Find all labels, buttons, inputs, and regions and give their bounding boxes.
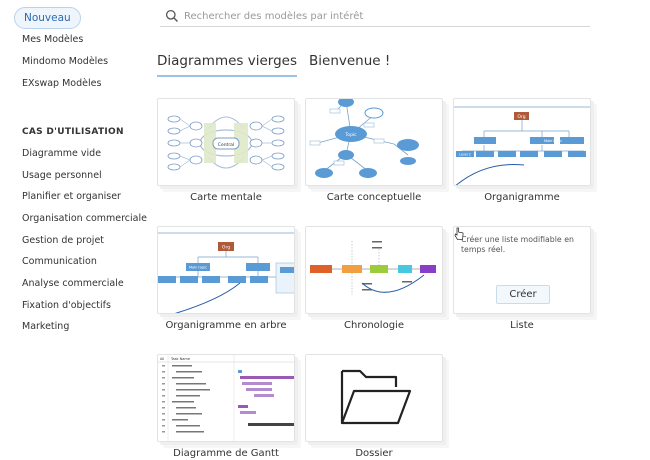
folder-thumbnail xyxy=(305,354,443,442)
mind-map-thumbnail: Central xyxy=(157,98,295,186)
hand-cursor-icon xyxy=(454,227,464,240)
create-list-button[interactable]: Créer xyxy=(496,285,550,304)
list-label: Liste xyxy=(510,320,534,331)
timeline-label: Chronologie xyxy=(344,320,404,331)
sidebar-item-communication[interactable]: Communication xyxy=(22,256,97,267)
search-input[interactable] xyxy=(184,6,584,26)
concept-map-illustration: Topic xyxy=(309,99,419,178)
sidebar: Nouveau Mes Modèles Mindomo Modèles EXsw… xyxy=(0,0,150,460)
new-button[interactable]: Nouveau xyxy=(14,7,81,29)
mind-map-illustration: Central xyxy=(167,115,285,171)
concept-topic-label: Topic xyxy=(344,132,357,138)
search-icon xyxy=(165,9,178,22)
concept-map-label: Carte conceptuelle xyxy=(326,192,422,203)
sidebar-item-mindomo-templates[interactable]: Mindomo Modèles xyxy=(22,56,109,67)
org-chart-root-label: Org xyxy=(517,114,525,120)
org-chart-level-label: Level 2 xyxy=(459,153,470,157)
tree-org-chart-label: Organigramme en arbre xyxy=(165,320,287,331)
sidebar-item-empty-diagram[interactable]: Diagramme vide xyxy=(22,148,102,159)
gantt-label: Diagramme de Gantt xyxy=(173,448,279,459)
tree-org-chart-thumbnail: Org Main topic xyxy=(157,226,295,314)
org-chart-illustration: Org Main topic Level 2 xyxy=(454,106,590,185)
tree-org-main-topic-label: Main topic xyxy=(189,266,207,270)
folder-icon xyxy=(340,369,412,425)
mind-map-label: Carte mentale xyxy=(190,192,262,203)
central-node-label: Central xyxy=(218,142,234,148)
sidebar-item-personal-use[interactable]: Usage personnel xyxy=(22,170,102,181)
gantt-all-label: All xyxy=(160,357,164,361)
tab-welcome[interactable]: Bienvenue ! xyxy=(309,53,391,69)
folder-label: Dossier xyxy=(355,448,393,459)
sidebar-item-project-management[interactable]: Gestion de projet xyxy=(22,235,105,246)
use-cases-heading: CAS D'UTILISATION xyxy=(22,127,124,137)
sidebar-item-marketing[interactable]: Marketing xyxy=(22,321,70,332)
list-thumbnail: Créer une liste modifiable en temps réel… xyxy=(453,226,591,314)
sidebar-item-business-organization[interactable]: Organisation commerciale xyxy=(22,213,147,224)
sidebar-item-my-templates[interactable]: Mes Modèles xyxy=(22,34,84,45)
tab-blank-diagrams[interactable]: Diagrammes vierges xyxy=(157,53,298,77)
org-chart-thumbnail: Org Main topic Level 2 xyxy=(453,98,591,186)
gantt-illustration: All Task Name xyxy=(158,355,294,441)
timeline-thumbnail xyxy=(305,226,443,314)
org-chart-label: Organigramme xyxy=(484,192,560,203)
concept-map-thumbnail: Topic xyxy=(305,98,443,186)
org-chart-main-topic-label: Main topic xyxy=(544,139,562,143)
timeline-illustration xyxy=(310,241,436,295)
gantt-thumbnail: All Task Name xyxy=(157,354,295,442)
sidebar-item-plan-organize[interactable]: Planifier et organiser xyxy=(22,191,121,202)
sidebar-item-exswap-templates[interactable]: EXswap Modèles xyxy=(22,78,102,89)
tree-org-chart-illustration: Org Main topic xyxy=(158,232,294,313)
tree-org-root-label: Org xyxy=(222,245,230,251)
sidebar-item-goal-setting[interactable]: Fixation d'objectifs xyxy=(22,300,111,311)
gantt-task-name-header: Task Name xyxy=(170,357,190,361)
search-bar xyxy=(160,5,590,27)
sidebar-item-business-analysis[interactable]: Analyse commerciale xyxy=(22,278,124,289)
list-description: Créer une liste modifiable en temps réel… xyxy=(461,235,574,254)
